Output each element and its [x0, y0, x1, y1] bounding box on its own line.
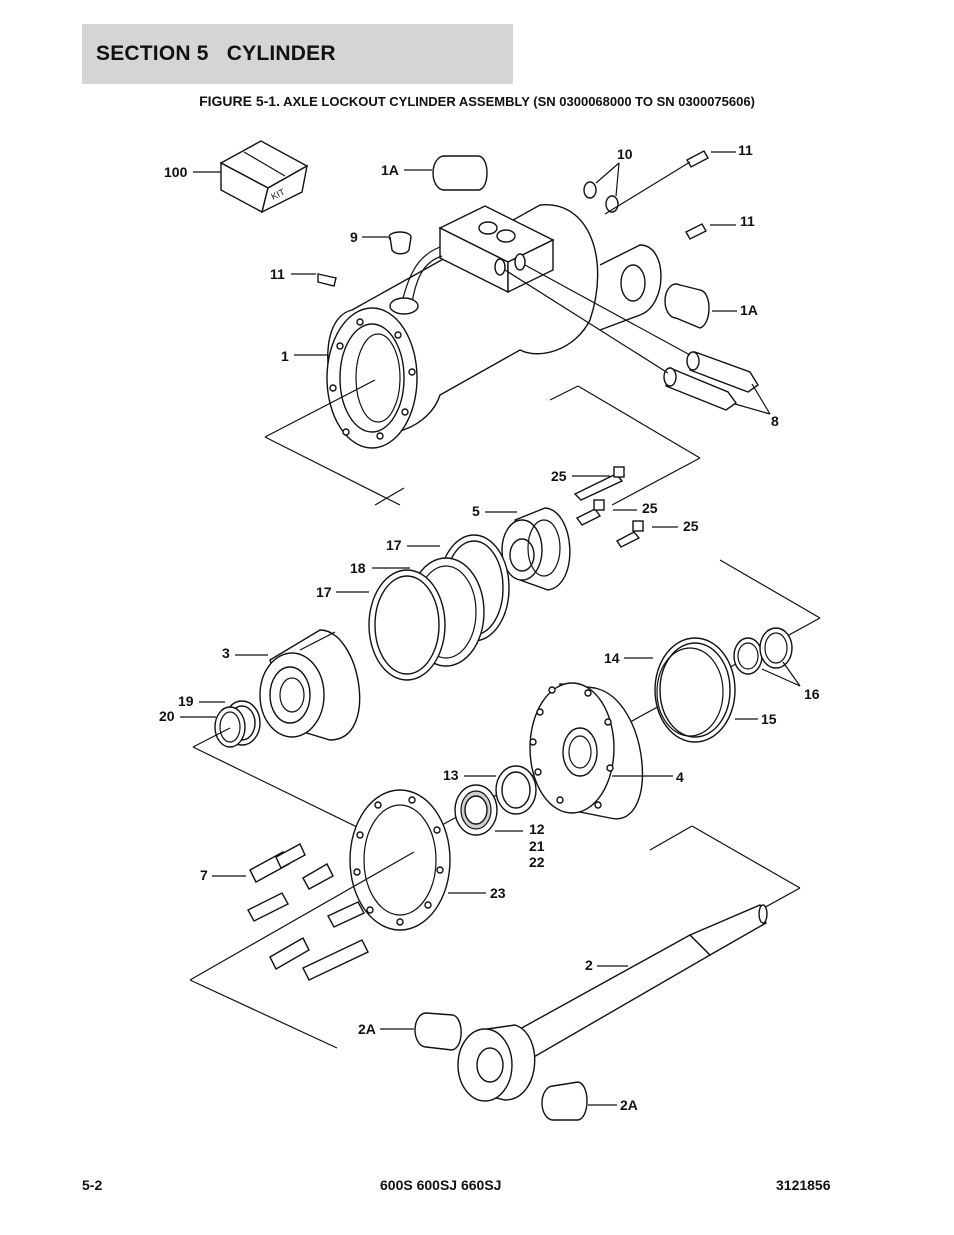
callout-16: 16	[804, 686, 820, 702]
callout-25: 25	[551, 468, 567, 484]
callout-18: 18	[350, 560, 366, 576]
callout-17: 17	[316, 584, 332, 600]
callout-25: 25	[642, 500, 658, 516]
rings-16	[733, 627, 793, 675]
callout-12: 12	[529, 821, 545, 837]
callout-25: 25	[683, 518, 699, 534]
section-header: SECTION 5 CYLINDER	[82, 24, 513, 84]
callout-11: 11	[738, 142, 753, 158]
section-title: SECTION 5 CYLINDER	[96, 42, 336, 65]
callout-9: 9	[350, 229, 358, 245]
callout-11: 11	[740, 213, 755, 229]
footer-models: 600S 600SJ 660SJ	[380, 1177, 502, 1193]
callout-4: 4	[676, 769, 684, 785]
callout-100: 100	[164, 164, 188, 180]
head-5	[501, 507, 571, 591]
callout-15: 15	[761, 711, 777, 727]
cap-screws-7	[247, 843, 369, 981]
piston-3	[259, 629, 361, 741]
fittings	[317, 150, 709, 287]
callout-17: 17	[386, 537, 402, 553]
callout-1a: 1A	[740, 302, 758, 318]
callout-13: 13	[443, 767, 459, 783]
plug-9	[388, 231, 412, 255]
callout-11: 11	[270, 266, 285, 282]
bolts-25	[573, 466, 644, 548]
footer-doc-number: 3121856	[776, 1177, 831, 1193]
callout-2: 2	[585, 957, 593, 973]
callout-8: 8	[771, 413, 779, 429]
bearing-1a-top	[432, 155, 488, 191]
callout-14: 14	[604, 650, 620, 666]
figure-caption: AXLE LOCKOUT CYLINDER ASSEMBLY (SN 03000…	[279, 94, 755, 109]
figure-title: FIGURE 5-1. AXLE LOCKOUT CYLINDER ASSEMB…	[0, 93, 954, 109]
rod-end-4	[529, 682, 644, 820]
callout-20: 20	[159, 708, 175, 724]
callout-23: 23	[490, 885, 506, 901]
bearing-2a-right	[541, 1081, 588, 1121]
cylinder-barrel	[264, 204, 701, 506]
seal-rings-17-18	[368, 534, 510, 681]
kit-box: KIT	[219, 140, 309, 214]
rings-12-13	[454, 765, 537, 836]
callout-21: 21	[529, 838, 545, 854]
callout-19: 19	[178, 693, 194, 709]
cartridge-valves-8	[504, 264, 759, 411]
callout-labels: 100 1A 10 11 11 9 11 1A 1 8 25 5 25 25 1…	[159, 142, 820, 1113]
callout-5: 5	[472, 503, 480, 519]
piston-rod-2	[457, 904, 768, 1102]
callout-2a: 2A	[358, 1021, 376, 1037]
callout-10: 10	[617, 146, 633, 162]
leader-lines	[180, 151, 801, 1106]
figure-label: FIGURE 5-1.	[199, 93, 280, 109]
rings-14-15	[654, 637, 736, 743]
rings-19-20	[214, 700, 261, 748]
callout-22: 22	[529, 854, 545, 870]
callout-7: 7	[200, 867, 208, 883]
bearing-2a-left	[414, 1012, 462, 1051]
callout-3: 3	[222, 645, 230, 661]
callout-2a: 2A	[620, 1097, 638, 1113]
footer-page-number: 5-2	[82, 1177, 103, 1193]
bearing-1a-right	[664, 283, 710, 329]
callout-1: 1	[281, 348, 289, 364]
callout-1a: 1A	[381, 162, 399, 178]
